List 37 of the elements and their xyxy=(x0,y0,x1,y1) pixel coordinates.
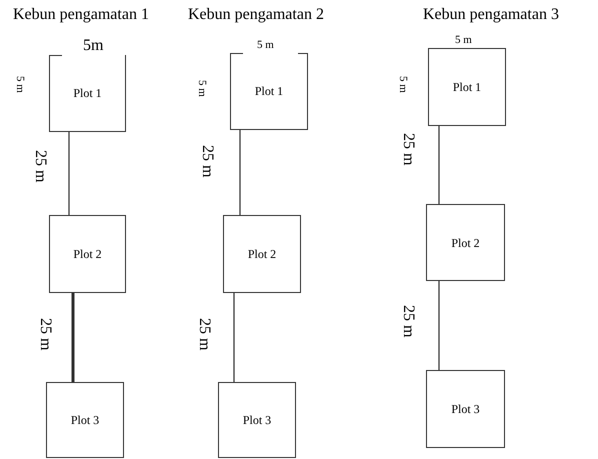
plot-square xyxy=(223,215,301,293)
dimension-label: 25 m xyxy=(37,318,53,350)
connector-line xyxy=(438,281,440,370)
connector-line xyxy=(438,126,440,204)
plot-label: Plot 3 xyxy=(70,414,100,426)
plot-square xyxy=(426,204,505,281)
connector-line xyxy=(72,293,74,382)
plot-label: Plot 1 xyxy=(452,81,482,93)
dimension-label: 25 m xyxy=(196,318,212,350)
dimension-label: 5 m xyxy=(257,40,274,51)
dimension-label: 25 m xyxy=(199,145,215,178)
heading: Kebun pengamatan 2 xyxy=(188,7,324,23)
connector-line xyxy=(239,130,241,215)
plot-label: Plot 3 xyxy=(451,403,480,415)
plot-square xyxy=(218,382,296,458)
plot-label: Plot 1 xyxy=(254,85,284,97)
plot-square xyxy=(426,370,505,448)
dimension-label: 25 m xyxy=(400,133,416,166)
plot-square xyxy=(46,382,124,458)
dimension-label: 5 m xyxy=(397,76,408,93)
connector-line xyxy=(233,293,235,382)
plot-label: Plot 2 xyxy=(73,248,102,260)
plot-label: Plot 2 xyxy=(451,236,480,248)
plot-square xyxy=(428,48,506,126)
heading: Kebun pengamatan 3 xyxy=(423,7,559,23)
plot-square xyxy=(49,215,126,293)
dimension-label: 5 m xyxy=(14,76,25,93)
dimension-label: 25 m xyxy=(32,150,48,182)
dimension-label: 5m xyxy=(83,38,104,54)
plot-label: Plot 1 xyxy=(73,87,102,99)
plot-label: Plot 3 xyxy=(242,414,272,426)
dimension-label: 25 m xyxy=(400,305,416,338)
heading: Kebun pengamatan 1 xyxy=(13,7,149,23)
connector-line xyxy=(68,132,70,215)
dimension-label: 5 m xyxy=(455,35,472,46)
plot-label: Plot 2 xyxy=(248,248,276,260)
dimension-label: 5 m xyxy=(196,80,207,97)
